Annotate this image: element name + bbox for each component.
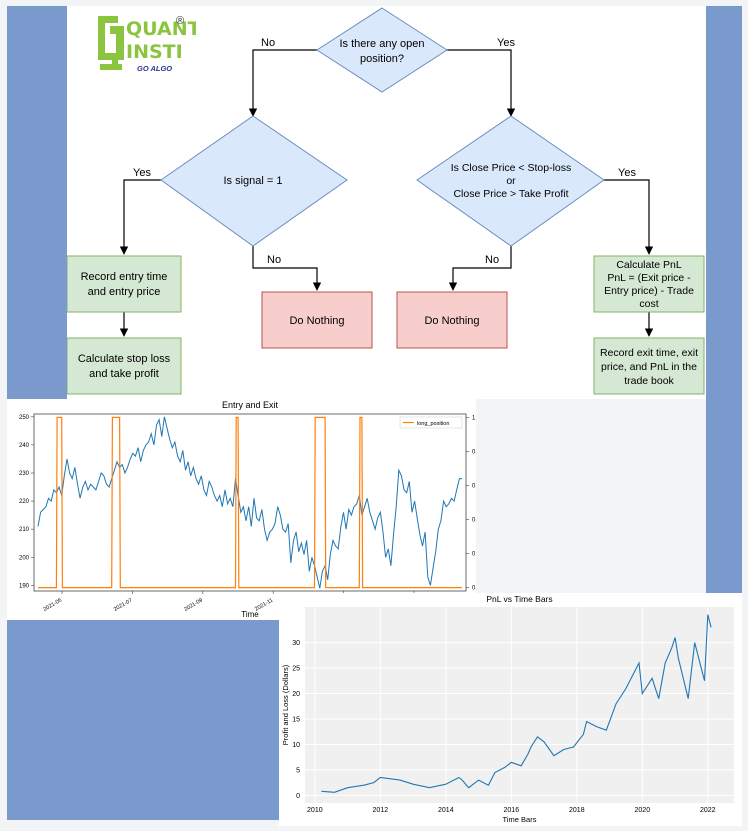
- edge-label-yes-top: Yes: [497, 37, 515, 49]
- box-do-nothing-2-text: Do Nothing: [424, 315, 479, 327]
- flowchart-panel: Is there any open position? Is signal = …: [66, 6, 706, 399]
- chart2-ytick-label: 20: [292, 691, 300, 698]
- box-calc-pnl-line2: PnL = (Exit price -: [607, 272, 691, 284]
- chart2-ytick-label: 0: [296, 793, 300, 800]
- decision-open-line1: Is there any open: [339, 38, 424, 50]
- chart1-ytick-label: 220: [19, 499, 30, 505]
- chart1-ytick-label: 190: [19, 583, 30, 589]
- box-calc-stop: [66, 337, 182, 395]
- chart1-ytick-label: 240: [19, 443, 30, 449]
- logo-tagline: GO ALGO: [137, 64, 172, 73]
- chart2-xtick-label: 2018: [569, 807, 585, 814]
- chart2-plot-area: [305, 607, 734, 803]
- chart1-legend-box: [399, 416, 463, 429]
- chart1-price-line: [37, 416, 462, 589]
- chart1-y2tick-label: 0.0: [472, 586, 476, 592]
- chart2-xtick-label: 2010: [307, 807, 323, 814]
- chart2-ytick-label: 15: [292, 717, 300, 724]
- edge-label-yes-signal: Yes: [133, 167, 151, 179]
- background-block-right: [706, 6, 742, 593]
- chart1-title: Entry and Exit: [222, 400, 279, 410]
- decision-signal-text: Is signal = 1: [223, 175, 282, 187]
- logo-registered-mark: ®: [176, 15, 184, 27]
- chart1-y2tick-label: 0.6: [472, 483, 476, 489]
- chart2-title: PnL vs Time Bars: [486, 594, 552, 604]
- edge-label-no-top: No: [261, 37, 275, 49]
- chart2-xtick-label: 2016: [504, 807, 520, 814]
- chart1-ytick-label: 200: [19, 555, 30, 561]
- decision-exit-line2: or: [506, 175, 516, 187]
- chart2-xtick-label: 2020: [635, 807, 651, 814]
- connector-signal-no: [252, 246, 322, 291]
- decision-open-line2: position?: [360, 53, 404, 65]
- box-record-exit-line2: price, and PnL in the: [601, 361, 697, 373]
- chart2-xlabel: Time Bars: [503, 815, 537, 824]
- decision-signal: [160, 115, 348, 247]
- chart1-legend-label: long_position: [417, 421, 449, 427]
- box-calc-stop-line2: and take profit: [89, 368, 159, 380]
- box-record-entry-line2: and entry price: [88, 286, 161, 298]
- quantinsti-logo-mark: QUANT INSTI GO ALGO ®: [98, 15, 201, 73]
- box-calc-pnl-line4: cost: [639, 298, 658, 310]
- chart2-ytick-label: 5: [296, 767, 300, 774]
- box-calc-pnl: [593, 255, 705, 313]
- background-block-bottom-left: [7, 620, 279, 820]
- connector-exit-yes: [602, 179, 654, 255]
- edge-label-yes-exit: Yes: [618, 167, 636, 179]
- chart1-xtick-label: 2021-05: [43, 598, 63, 613]
- connector-open-no: [248, 49, 320, 117]
- chart1-xtick-label: 2021-09: [183, 598, 203, 613]
- chart1-xlabel: Time: [241, 610, 259, 619]
- box-record-exit-line1: Record exit time, exit: [600, 347, 698, 359]
- decision-open-position: [316, 7, 448, 93]
- box-record-exit: [593, 337, 705, 395]
- connector-signal-yes: [119, 179, 161, 255]
- box-calc-pnl-line3: Entry price) - Trade: [604, 285, 694, 297]
- box-record-entry-line1: Record entry time: [81, 271, 168, 283]
- chart1-plot-frame: [33, 413, 467, 592]
- box-record-exit-line3: trade book: [624, 375, 674, 387]
- chart2-xtick-label: 2012: [373, 807, 389, 814]
- chart2-ylabel: Profit and Loss (Dollars): [281, 664, 290, 745]
- chart2-ytick-label: 10: [292, 742, 300, 749]
- chart2-xtick-label: 2014: [438, 807, 454, 814]
- background-block-left: [7, 6, 67, 399]
- box-do-nothing-2: [396, 291, 508, 349]
- chart1-y2tick-label: 0.2: [472, 552, 476, 558]
- edge-label-no-exit: No: [485, 254, 499, 266]
- chart1-ytick-label: 250: [19, 415, 30, 421]
- flowchart-canvas: Is there any open position? Is signal = …: [66, 7, 705, 395]
- chart2-pnl-line: [321, 614, 712, 793]
- decision-exit-line1: Is Close Price < Stop-loss: [451, 162, 572, 174]
- chart1-y2tick-label: 1.0: [472, 415, 476, 421]
- chart2-xtick-label: 2022: [700, 807, 716, 814]
- flow-connectors: [119, 49, 654, 337]
- connector-open-yes: [444, 49, 516, 117]
- connector-exit-no: [448, 246, 512, 291]
- chart1-ytick-label: 210: [19, 527, 30, 533]
- decision-exit-condition: [416, 115, 605, 247]
- box-calc-stop-line1: Calculate stop loss: [78, 353, 171, 365]
- edge-label-no-signal: No: [267, 254, 281, 266]
- chart1-y2tick-label: 0.8: [472, 449, 476, 455]
- chart1-xtick-label: 2021-07: [113, 598, 133, 613]
- chart1-long-position-line: [38, 416, 462, 589]
- chart1-xtick-label: 2021-11: [254, 598, 274, 613]
- chart1-ytick-label: 230: [19, 471, 30, 477]
- quantinsti-logo: QUANT INSTI GO ALGO ®: [96, 12, 201, 90]
- pnl-chart-panel: 0 5 10 15 20 25 30 2010 2012 2014 2016 2018 2020 2022…: [279, 593, 742, 826]
- logo-text-insti: INSTI: [126, 41, 183, 63]
- box-do-nothing-1-text: Do Nothing: [289, 315, 344, 327]
- chart1-y2tick-label: 0.4: [472, 518, 476, 524]
- box-calc-pnl-line1: Calculate PnL: [616, 259, 682, 271]
- chart2-ytick-label: 25: [292, 666, 300, 673]
- pnl-chart: 0 5 10 15 20 25 30 2010 2012 2014 2016 2018 2020 2022…: [281, 594, 734, 824]
- chart2-ytick-label: 30: [292, 640, 300, 647]
- decision-exit-line3: Close Price > Take Profit: [453, 188, 568, 200]
- box-do-nothing-1: [261, 291, 373, 349]
- logo-text-quant: QUANT: [126, 18, 196, 40]
- box-record-entry: [66, 255, 182, 313]
